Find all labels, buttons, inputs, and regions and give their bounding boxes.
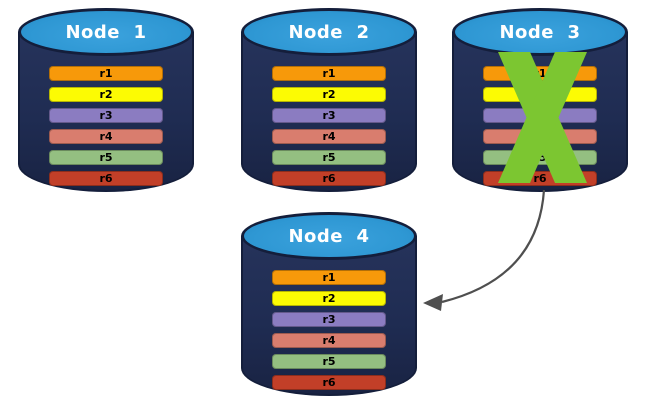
row-stack: r1 r2 r3 r4 r5 r6 — [272, 270, 386, 396]
node-label: Node 1 — [65, 21, 147, 43]
cylinder-top: Node 1 — [18, 8, 194, 56]
row-bar-r4: r4 — [272, 333, 386, 348]
row-bar-r4: r4 — [483, 129, 597, 144]
row-bar-r6: r6 — [483, 171, 597, 186]
node-label: Node 2 — [288, 21, 370, 43]
node-1: Node 1 r1 r2 r3 r4 r5 r6 — [18, 8, 194, 192]
row-bar-r4: r4 — [272, 129, 386, 144]
node-label: Node 3 — [499, 21, 581, 43]
row-stack: r1 r2 r3 r4 r5 r6 — [483, 66, 597, 192]
row-bar-r1: r1 — [272, 270, 386, 285]
row-bar-r3: r3 — [272, 108, 386, 123]
arrow-curve — [441, 189, 546, 304]
row-bar-r5: r5 — [483, 150, 597, 165]
cylinder-top: Node 3 — [452, 8, 628, 56]
row-bar-r1: r1 — [272, 66, 386, 81]
row-bar-r3: r3 — [49, 108, 163, 123]
row-bar-r6: r6 — [272, 375, 386, 390]
row-bar-r3: r3 — [483, 108, 597, 123]
row-stack: r1 r2 r3 r4 r5 r6 — [49, 66, 163, 192]
node-2: Node 2 r1 r2 r3 r4 r5 r6 — [241, 8, 417, 192]
cylinder-top: Node 2 — [241, 8, 417, 56]
node-label: Node 4 — [288, 225, 370, 247]
row-bar-r1: r1 — [49, 66, 163, 81]
row-bar-r4: r4 — [49, 129, 163, 144]
row-bar-r5: r5 — [49, 150, 163, 165]
node-3: Node 3 r1 r2 r3 r4 r5 r6 — [452, 8, 628, 192]
row-bar-r2: r2 — [49, 87, 163, 102]
cylinder-top: Node 4 — [241, 212, 417, 260]
row-bar-r2: r2 — [483, 87, 597, 102]
row-bar-r6: r6 — [49, 171, 163, 186]
row-bar-r6: r6 — [272, 171, 386, 186]
row-bar-r3: r3 — [272, 312, 386, 327]
node-4: Node 4 r1 r2 r3 r4 r5 r6 — [241, 212, 417, 396]
row-bar-r2: r2 — [272, 87, 386, 102]
row-bar-r2: r2 — [272, 291, 386, 306]
row-bar-r5: r5 — [272, 354, 386, 369]
row-bar-r1: r1 — [483, 66, 597, 81]
arrow-head-icon — [423, 294, 443, 311]
row-bar-r5: r5 — [272, 150, 386, 165]
row-stack: r1 r2 r3 r4 r5 r6 — [272, 66, 386, 192]
